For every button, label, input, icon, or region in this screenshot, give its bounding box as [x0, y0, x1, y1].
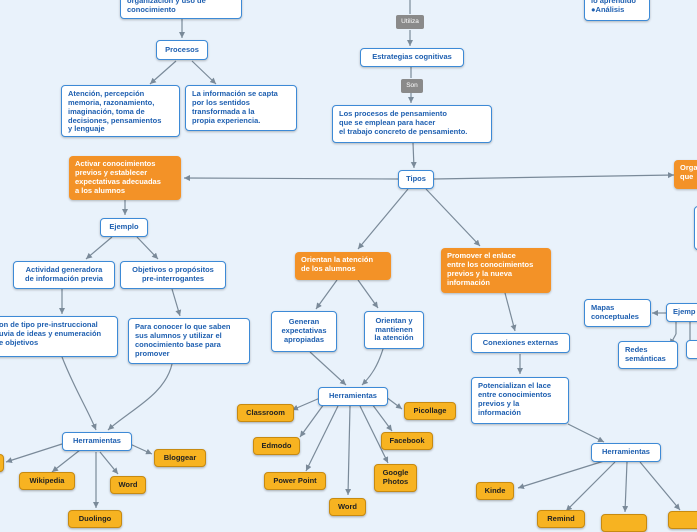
node-para-conocer[interactable]: Para conocer lo que saben sus alumnos y … [128, 318, 250, 364]
tool-kinde[interactable]: Kinde [476, 482, 514, 500]
tool-duolingo[interactable]: Duolingo [68, 510, 122, 528]
tool-left-edge[interactable] [0, 454, 4, 472]
node-herramientas-center[interactable]: Herramientas [318, 387, 388, 406]
node-right-partial-2[interactable] [694, 206, 697, 250]
node-lo-aprendido[interactable]: lo aprendido ●Análisis [584, 0, 650, 21]
node-herramientas-left[interactable]: Herramientas [62, 432, 132, 451]
node-orientan-mantienen[interactable]: Orientan y mantienen la atención [364, 311, 424, 349]
node-objetivos-propositos[interactable]: Objetivos o propósitos pre-interrogantes [120, 261, 226, 289]
node-activar-conocimientos[interactable]: Activar conocimientos previos y establec… [69, 156, 181, 200]
node-orientan-atencion[interactable]: Orientan la atención de los alumnos [295, 252, 391, 280]
node-procesos[interactable]: Procesos [156, 40, 208, 60]
node-procesos-pensamiento[interactable]: Los procesos de pensamiento que se emple… [332, 105, 492, 143]
tool-google-photos[interactable]: Google Photos [374, 464, 417, 492]
tool-classroom[interactable]: Classroom [237, 404, 294, 422]
label-son: Son [401, 79, 423, 93]
connector-lines [5, 0, 697, 513]
tool-picollage[interactable]: Picollage [404, 402, 456, 420]
tool-power-point[interactable]: Power Point [264, 472, 326, 490]
tool-word-left[interactable]: Word [110, 476, 146, 494]
node-actividad-generadora[interactable]: Actividad generadora de información prev… [13, 261, 115, 289]
tool-right-partial-1[interactable] [601, 514, 647, 532]
tool-wikipedia[interactable]: Wikipedia [19, 472, 75, 490]
tool-remind[interactable]: Remind [537, 510, 585, 528]
node-organizacion-right[interactable]: Orga que [674, 160, 697, 189]
label-utiliza: Utiliza [396, 15, 424, 29]
node-mapas-conceptuales[interactable]: Mapas conceptuales [584, 299, 651, 327]
tool-bloggear[interactable]: Bloggear [154, 449, 206, 467]
node-redes-semanticas[interactable]: Redes semánticas [618, 341, 678, 369]
node-conexiones-externas[interactable]: Conexiones externas [471, 333, 570, 353]
node-generan-expectativas[interactable]: Generan expectativas apropiadas [271, 311, 337, 352]
node-right-partial-1[interactable] [686, 340, 697, 359]
node-tipos[interactable]: Tipos [398, 170, 434, 189]
node-atencion-percepcion[interactable]: Atención, percepción memoria, razonamien… [61, 85, 180, 137]
node-organizacion[interactable]: organización y uso de conocimiento [120, 0, 242, 19]
node-informacion-capta[interactable]: La información se capta por los sentidos… [185, 85, 297, 131]
node-estrategias-cognitivas[interactable]: Estrategias cognitivas [360, 48, 464, 67]
tool-word-center[interactable]: Word [329, 498, 366, 516]
tool-right-partial-2[interactable] [668, 511, 697, 529]
node-promover-enlace[interactable]: Promover el enlace entre los conocimient… [441, 248, 551, 293]
node-ejemplo-right[interactable]: Ejemp [666, 303, 697, 322]
tool-edmodo[interactable]: Edmodo [253, 437, 300, 455]
node-lluvia-ideas[interactable]: on de tipo pre-instruccional uvia de ide… [0, 316, 118, 357]
node-ejemplo-left[interactable]: Ejemplo [100, 218, 148, 237]
tool-facebook[interactable]: Facebook [381, 432, 433, 450]
node-herramientas-right[interactable]: Herramientas [591, 443, 661, 462]
node-potencializan[interactable]: Potencializan el lace entre conocimiento… [471, 377, 569, 424]
